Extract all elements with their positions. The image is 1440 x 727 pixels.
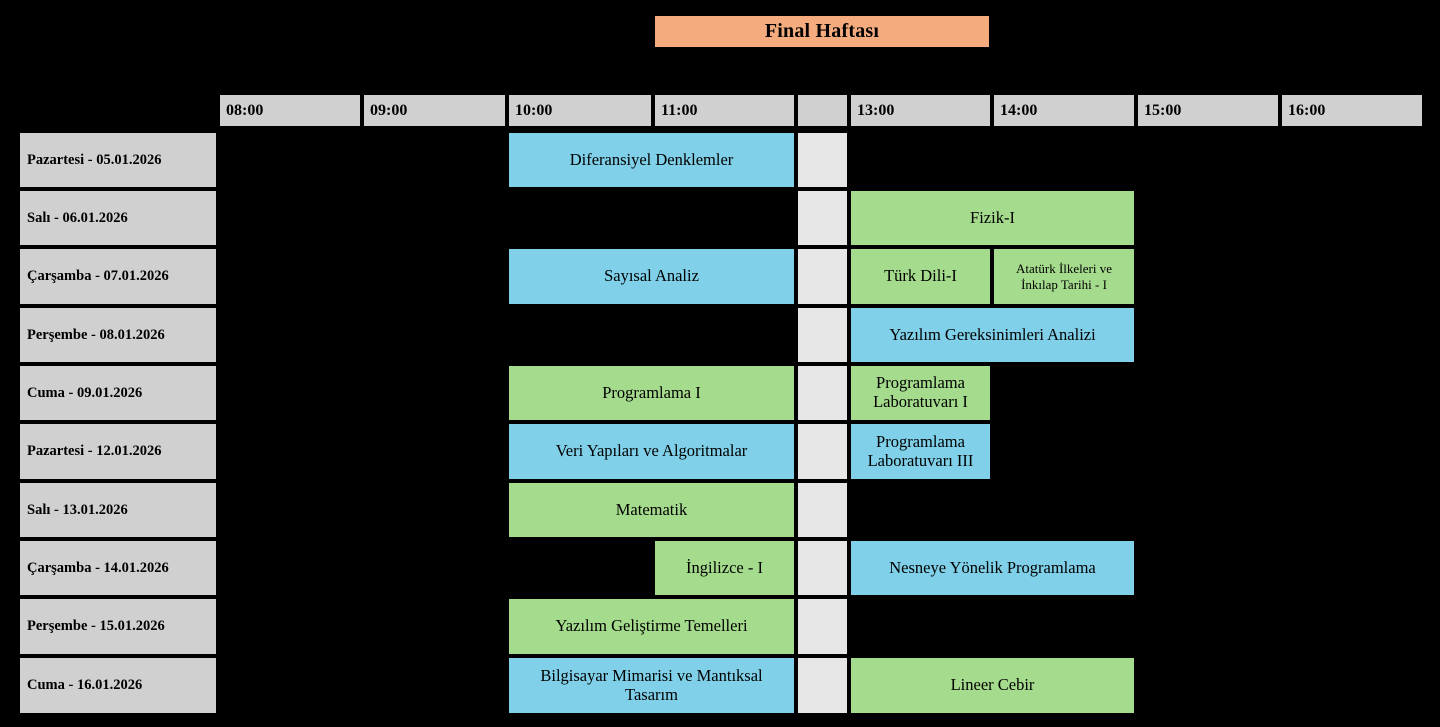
lunch-break-cell bbox=[796, 539, 849, 597]
time-header-1100: 11:00 bbox=[653, 93, 796, 128]
day-label-row: Cuma - 09.01.2026 bbox=[18, 364, 218, 422]
lunch-break-cell bbox=[796, 597, 849, 656]
course-block[interactable]: Diferansiyel Denklemler bbox=[507, 131, 796, 189]
course-block[interactable]: Türk Dili-I bbox=[849, 247, 992, 306]
course-block[interactable]: Sayısal Analiz bbox=[507, 247, 796, 306]
course-block[interactable]: Fizik-I bbox=[849, 189, 1136, 247]
day-label-row: Çarşamba - 14.01.2026 bbox=[18, 539, 218, 597]
lunch-break-cell bbox=[796, 131, 849, 189]
course-block[interactable]: Bilgisayar Mimarisi ve Mantıksal Tasarım bbox=[507, 656, 796, 715]
lunch-break-cell bbox=[796, 189, 849, 247]
day-label-row: Cuma - 16.01.2026 bbox=[18, 656, 218, 715]
time-header-1500: 15:00 bbox=[1136, 93, 1280, 128]
course-block[interactable]: Yazılım Gereksinimleri Analizi bbox=[849, 306, 1136, 364]
day-label-row: Salı - 13.01.2026 bbox=[18, 481, 218, 539]
page-title: Final Haftası bbox=[653, 14, 991, 49]
lunch-break-cell bbox=[796, 364, 849, 422]
time-header-1300: 13:00 bbox=[849, 93, 992, 128]
time-header-1600: 16:00 bbox=[1280, 93, 1424, 128]
lunch-break-cell bbox=[796, 247, 849, 306]
lunch-break-cell bbox=[796, 481, 849, 539]
time-header-1000: 10:00 bbox=[507, 93, 653, 128]
day-label-row: Pazartesi - 05.01.2026 bbox=[18, 131, 218, 189]
course-block[interactable]: Programlama Laboratuvarı III bbox=[849, 422, 992, 481]
day-label-row: Perşembe - 15.01.2026 bbox=[18, 597, 218, 656]
time-header-0900: 09:00 bbox=[362, 93, 507, 128]
day-label-row: Pazartesi - 12.01.2026 bbox=[18, 422, 218, 481]
course-block[interactable]: İngilizce - I bbox=[653, 539, 796, 597]
course-block[interactable]: Atatürk İlkeleri ve İnkılap Tarihi - I bbox=[992, 247, 1136, 306]
time-header-1400: 14:00 bbox=[992, 93, 1136, 128]
day-label-row: Perşembe - 08.01.2026 bbox=[18, 306, 218, 364]
day-label-row: Salı - 06.01.2026 bbox=[18, 189, 218, 247]
course-block[interactable]: Lineer Cebir bbox=[849, 656, 1136, 715]
course-block[interactable]: Yazılım Geliştirme Temelleri bbox=[507, 597, 796, 656]
day-label-row: Çarşamba - 07.01.2026 bbox=[18, 247, 218, 306]
time-header-0800: 08:00 bbox=[218, 93, 362, 128]
lunch-break-cell bbox=[796, 306, 849, 364]
time-header-break bbox=[796, 93, 849, 128]
course-block[interactable]: Programlama Laboratuvarı I bbox=[849, 364, 992, 422]
lunch-break-cell bbox=[796, 656, 849, 715]
lunch-break-cell bbox=[796, 422, 849, 481]
course-block[interactable]: Matematik bbox=[507, 481, 796, 539]
course-block[interactable]: Veri Yapıları ve Algoritmalar bbox=[507, 422, 796, 481]
course-block[interactable]: Programlama I bbox=[507, 364, 796, 422]
course-block[interactable]: Nesneye Yönelik Programlama bbox=[849, 539, 1136, 597]
